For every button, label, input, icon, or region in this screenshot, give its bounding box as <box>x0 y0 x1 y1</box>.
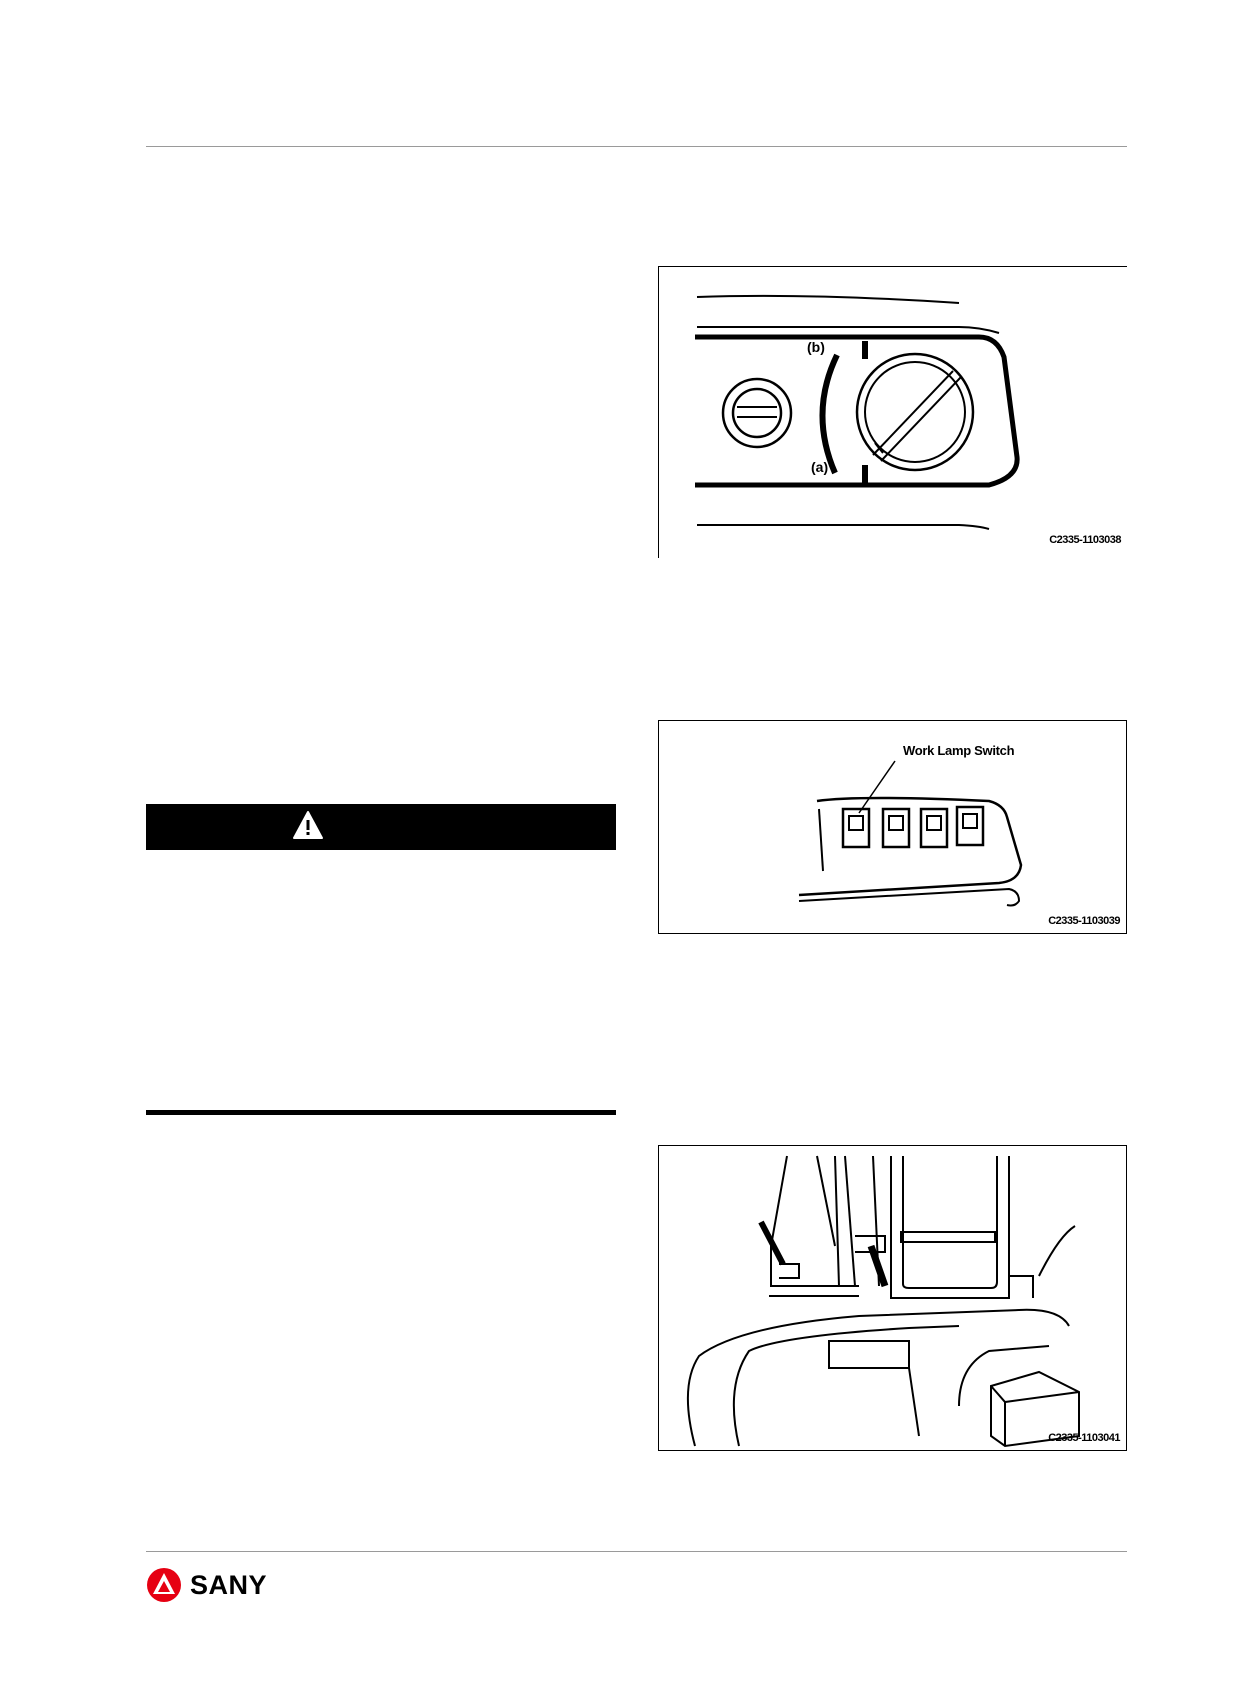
sany-logo: SANY <box>146 1567 267 1603</box>
warning-banner <box>146 804 616 850</box>
figure-code: C2335-1103038 <box>1049 534 1121 546</box>
rotary-switch-illustration <box>695 294 1020 530</box>
label-a: (a) <box>811 459 829 475</box>
footer-rule <box>146 1551 1127 1552</box>
figure-rotary-switch: (b) (a) C2335-1103038 <box>658 266 1127 558</box>
switch-panel-illustration <box>798 760 1023 907</box>
figure-code: C2335-1103041 <box>1048 1432 1120 1444</box>
machine-detail-illustration <box>686 1155 1080 1448</box>
brand-name: SANY <box>190 1569 268 1600</box>
figure-work-lamp-switch: Work Lamp Switch C2335-1103039 <box>658 720 1127 934</box>
label-b: (b) <box>807 339 825 355</box>
section-divider <box>146 1110 616 1115</box>
figure-code: C2335-1103039 <box>1048 915 1120 927</box>
warning-triangle-icon <box>293 811 323 839</box>
sany-logo-icon <box>147 1568 181 1602</box>
work-lamp-switch-callout: Work Lamp Switch <box>903 743 1015 758</box>
figure-machine-detail: C2335-1103041 <box>658 1145 1127 1451</box>
header-rule <box>146 146 1127 147</box>
